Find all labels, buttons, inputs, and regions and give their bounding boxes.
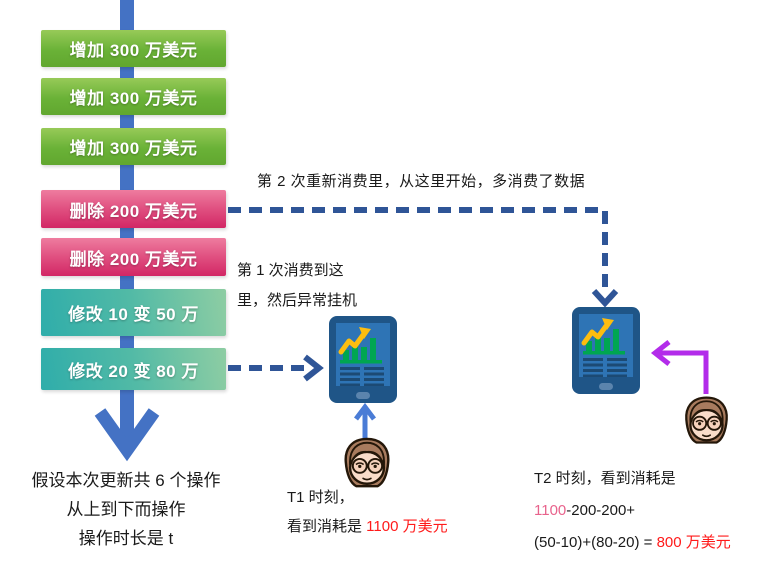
t2-calc-line-1: 1100-200-200+ xyxy=(534,495,731,527)
trend-arrow-icon xyxy=(581,318,614,346)
first-consume-line-2: 里，然后异常挂机 xyxy=(237,292,358,309)
assumption-line-3: 操作时长是 t xyxy=(78,529,174,548)
trend-arrow-icon xyxy=(338,327,371,355)
t2-time-label: T2 时刻，看到消耗是 xyxy=(534,470,676,487)
bangs xyxy=(689,400,724,423)
tablet-chart-icon-1 xyxy=(329,316,397,403)
home-button xyxy=(356,392,370,399)
t1-consumption-line: 看到消耗是 1100 万美元 xyxy=(287,512,448,541)
bangs xyxy=(349,441,385,466)
op-box-add-2: 增加 300 万美元 xyxy=(41,78,226,115)
eyes xyxy=(695,419,719,426)
person1-view-arrow xyxy=(354,402,376,442)
mouth xyxy=(362,477,372,481)
screen-text-lines xyxy=(340,367,384,386)
first-consume-dashed-arrow xyxy=(228,354,324,382)
eyes xyxy=(355,462,380,469)
t1-value: 1100 万美元 xyxy=(366,518,448,535)
first-consume-line-1: 第 1 次消费到这 xyxy=(237,262,344,279)
t2-note: T2 时刻，看到消耗是 1100-200-200+ (50-10)+(80-20… xyxy=(534,463,731,559)
assumption-line-2: 从上到下而操作 xyxy=(66,500,186,519)
person2-view-arrow xyxy=(650,340,709,394)
op-box-modify-1: 修改 10 变 50 万 xyxy=(41,289,226,336)
assumption-note: 假设本次更新共 6 个操作 从上到下而操作 操作时长是 t xyxy=(10,466,242,553)
home-button xyxy=(599,383,613,390)
person-2-icon xyxy=(685,396,728,444)
t2-value: 800 万美元 xyxy=(656,534,731,551)
t1-time-label: T1 时刻， xyxy=(287,489,354,506)
glasses-icon xyxy=(351,457,384,474)
replay-dashed-arrow xyxy=(228,207,619,308)
t1-note: T1 时刻， 看到消耗是 1100 万美元 xyxy=(287,483,448,541)
t2-calc-highlight: 1100 xyxy=(534,502,567,519)
assumption-line-1: 假设本次更新共 6 个操作 xyxy=(31,471,221,490)
bar-chart-icon xyxy=(583,329,625,355)
mouth xyxy=(702,434,711,438)
op-box-delete-1: 删除 200 万美元 xyxy=(41,190,226,228)
op-box-add-3: 增加 300 万美元 xyxy=(41,128,226,165)
screen-text-lines xyxy=(583,358,627,377)
t2-calc-line-2: (50-10)+(80-20) = 800 万美元 xyxy=(534,527,731,559)
bar-chart-icon xyxy=(340,338,382,364)
replay-note: 第 2 次重新消费里，从这里开始，多消费了数据 xyxy=(257,173,586,190)
t1-prefix: 看到消耗是 xyxy=(287,518,367,535)
tablet-chart-icon-2 xyxy=(572,307,640,394)
first-consume-note: 第 1 次消费到这 里，然后异常挂机 xyxy=(237,256,357,316)
t2-calc-rest: -200-200+ xyxy=(566,502,636,519)
person-1-icon xyxy=(344,437,390,488)
op-box-delete-2: 删除 200 万美元 xyxy=(41,238,226,276)
op-box-add-1: 增加 300 万美元 xyxy=(41,30,226,67)
op-box-modify-2: 修改 20 变 80 万 xyxy=(41,348,226,390)
t2-calc-expr: (50-10)+(80-20) = xyxy=(534,534,657,551)
